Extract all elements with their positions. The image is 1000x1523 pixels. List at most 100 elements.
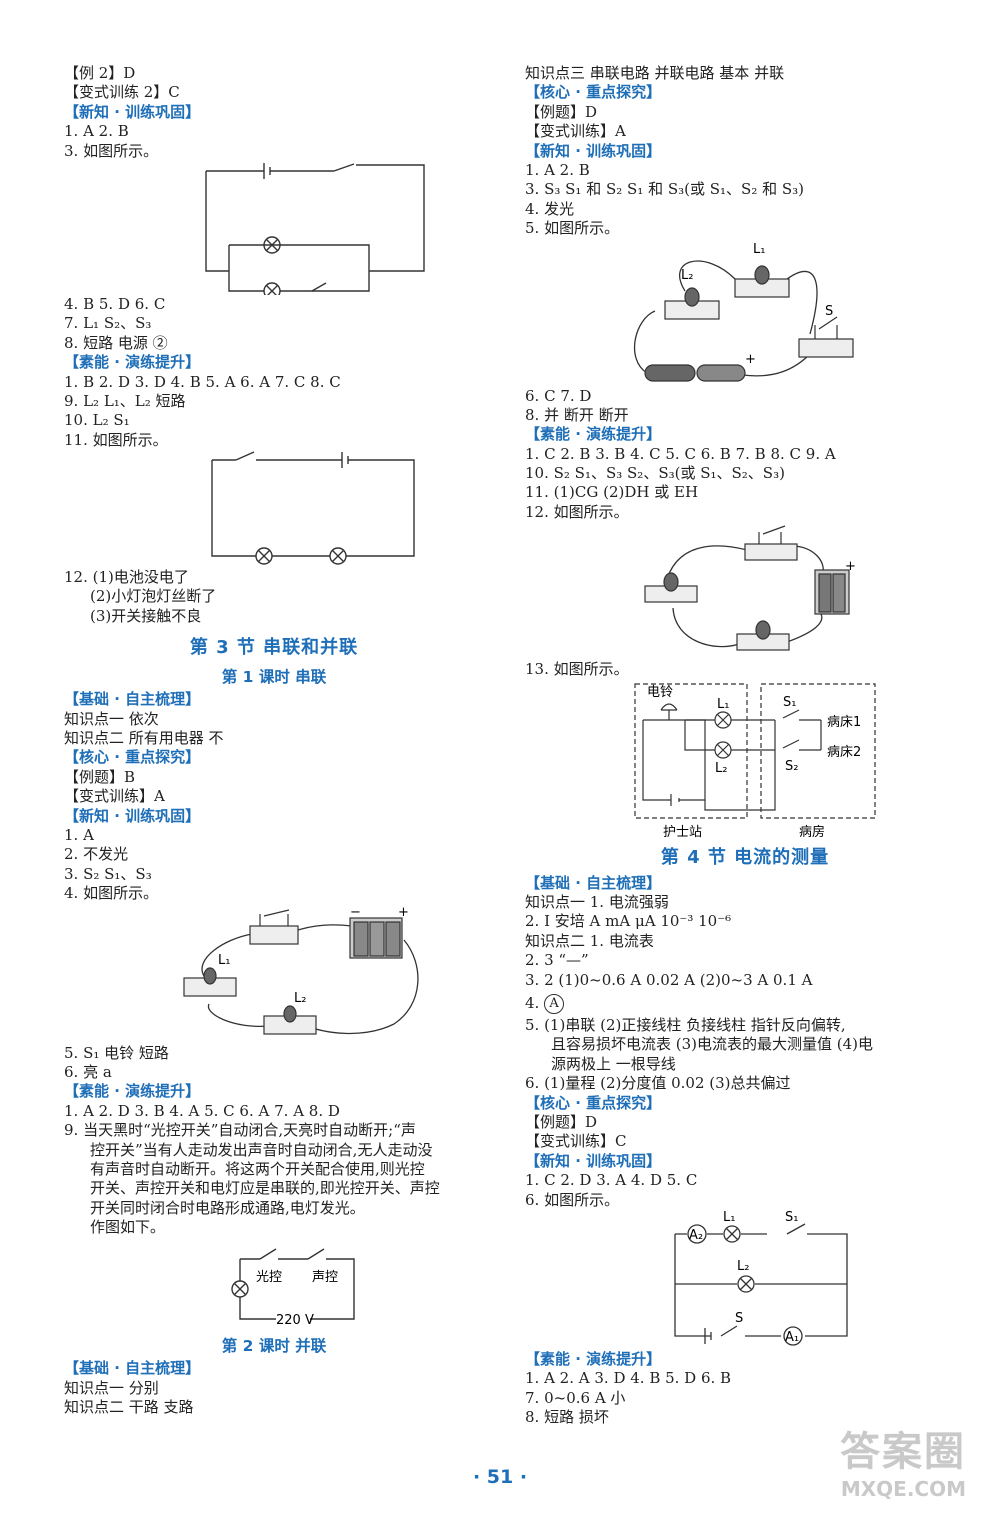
answer-line: 作图如下。 — [90, 1218, 166, 1237]
answer-line: 13. 如图所示。 — [525, 660, 629, 679]
circuit-figure-1 — [64, 161, 484, 295]
answer-line: 4. 发光 — [525, 199, 575, 218]
lamp-label-l2: L₂ — [737, 1259, 749, 1274]
answer-line: 1. A 2. D 3. B 4. A 5. C 6. A 7. A 8. D — [64, 1101, 340, 1120]
circuit-diagram — [211, 451, 415, 565]
answer-line: 10. S₂ S₁、S₃ S₂、S₃(或 S₁、S₂、S₃) — [525, 464, 785, 483]
answer-line: 1. C 2. D 3. A 4. D 5. C — [525, 1171, 698, 1190]
answer-line: 知识点二 1. 电流表 — [525, 931, 654, 950]
answer-line: 1. A 2. B — [525, 160, 590, 179]
lamp-label-l1: L₁ — [753, 242, 765, 257]
answer-line: 知识点一 依次 — [64, 709, 159, 728]
answer-line: 知识点一 1. 电流强弱 — [525, 893, 669, 912]
answer-line: 11. 如图所示。 — [64, 430, 168, 449]
section-heading: 【新知 · 训练巩固】 — [525, 1151, 662, 1170]
answer-line: 8. 并 断开 断开 — [525, 405, 629, 424]
switch-label-s: S — [825, 304, 833, 319]
answer-line: 有声音时自动断开。将这两个开关配合使用,则光控 — [90, 1159, 425, 1178]
answer-line: 开关同时闭合时电路形成通路,电灯发光。 — [90, 1198, 365, 1217]
lamp-label-l2: L₂ — [715, 761, 727, 776]
sound-switch-label: 声控 — [312, 1270, 338, 1285]
circuit-diagram: 光控 声控 220 V — [231, 1248, 355, 1328]
answer-line: 2. 不发光 — [64, 845, 129, 864]
answer-line: 【例题】D — [525, 1112, 598, 1131]
circuit-figure-11 — [64, 450, 484, 568]
answer-line: 3. 2 (1)0~0.6 A 0.02 A (2)0~3 A 0.1 A — [525, 970, 813, 989]
answer-line: 4. B 5. D 6. C — [64, 294, 166, 313]
lesson-heading: 第 2 课时 并联 — [221, 1337, 327, 1356]
section-heading: 【新知 · 训练巩固】 — [64, 806, 201, 825]
circuit-figure-9: 光控 声控 220 V — [64, 1237, 484, 1333]
answer-line: 6. C 7. D — [525, 386, 592, 405]
section-heading: 【核心 · 重点探究】 — [525, 83, 662, 102]
answer-line: 12. (1)电池没电了 — [64, 568, 189, 587]
circuit-photo-figure-4: L₁ L₂ − + — [64, 904, 484, 1044]
left-column: 【例 2】D 【变式训练 2】C 【新知 · 训练巩固】 1. A 2. B 3… — [64, 64, 484, 1418]
answer-line: 5. (1)串联 (2)正接线柱 负接线柱 指针反向偏转, — [525, 1015, 846, 1034]
battery-plus: + — [845, 559, 856, 574]
switch-label-s1: S₁ — [783, 695, 796, 710]
section-heading: 【基础 · 自主梳理】 — [64, 690, 201, 709]
circuit-photo: + — [644, 525, 856, 651]
answer-line: 控开关”当有人走动发出声音时自动闭合,无人走动没 — [90, 1140, 433, 1159]
section-heading: 【新知 · 训练巩固】 — [525, 141, 662, 160]
circuit-photo-figure-12: + — [525, 522, 965, 660]
bed1-label: 病床1 — [827, 715, 861, 730]
answer-line: 5. S₁ 电铃 短路 — [64, 1043, 169, 1062]
answer-line: 5. 如图所示。 — [525, 219, 620, 238]
section-heading: 【基础 · 自主梳理】 — [64, 1359, 201, 1378]
lamp-label-l1: L₁ — [723, 1210, 735, 1225]
bed2-label: 病床2 — [827, 745, 861, 760]
battery-plus: + — [398, 905, 409, 920]
lesson-heading: 第 1 课时 串联 — [221, 668, 327, 687]
page-number: · 51 · — [472, 1466, 528, 1488]
circuit-diagram: A₂ A₁ L₁ L₂ S₁ S — [674, 1210, 848, 1346]
answer-line: 6. 如图所示。 — [525, 1190, 620, 1209]
answer-line: 6. (1)量程 (2)分度值 0.02 (3)总共偏过 — [525, 1074, 791, 1093]
section-heading: 【素能 · 演练提升】 — [64, 1082, 201, 1101]
lamp-label-l2: L₂ — [681, 268, 693, 283]
answer-line: 4. 如图所示。 — [64, 884, 159, 903]
answer-line: 8. 短路 电源 ② — [64, 333, 168, 352]
ammeter-label-a1: A₁ — [785, 1330, 799, 1345]
right-column: 知识点三 串联电路 并联电路 基本 并联 【核心 · 重点探究】 【例题】D 【… — [525, 64, 965, 1427]
ammeter-label-a2: A₂ — [689, 1228, 703, 1243]
lamp-label-l1: L₁ — [717, 697, 729, 712]
watermark-sub: MXQE.COM — [840, 1477, 966, 1501]
circuit-figure-6: A₂ A₁ L₁ L₂ S₁ S — [525, 1210, 965, 1350]
answer-line: 9. 当天黑时“光控开关”自动闭合,天亮时自动断开;“声 — [64, 1121, 416, 1140]
answer-line: 【例 2】D — [64, 64, 136, 82]
chapter-heading: 第 4 节 电流的测量 — [660, 846, 830, 868]
answer-line: 3. 如图所示。 — [64, 141, 159, 160]
answer-line: 1. B 2. D 3. D 4. B 5. A 6. A 7. C 8. C — [64, 372, 341, 391]
bell-label: 电铃 — [647, 685, 673, 700]
answer-line: 1. A — [64, 825, 94, 844]
circuit-diagram — [205, 162, 425, 295]
answer-line: 知识点一 分别 — [64, 1378, 159, 1397]
answer-number: 4. — [525, 993, 540, 1012]
answer-line: 1. C 2. B 3. B 4. C 5. C 6. B 7. B 8. C … — [525, 444, 836, 463]
answer-line: 4. A — [525, 990, 965, 1016]
answer-line: 10. L₂ S₁ — [64, 411, 130, 430]
answer-line: (3)开关接触不良 — [90, 606, 202, 625]
circuit-figure-13: 电铃 L₁ L₂ S₁ S₂ 病床1 病床2 护士站 病房 — [525, 680, 965, 842]
answer-line: 【例题】D — [525, 102, 598, 121]
answer-line: 且容易损坏电流表 (3)电流表的最大测量值 (4)电 — [551, 1035, 874, 1054]
answer-line: 【变式训练】A — [64, 787, 165, 806]
watermark: 答案圈 MXQE.COM — [840, 1419, 966, 1501]
section-heading: 【素能 · 演练提升】 — [525, 1349, 662, 1368]
answer-line: 9. L₂ L₁、L₂ 短路 — [64, 391, 186, 410]
circuit-photo-figure-5: L₁ L₂ S + — [525, 239, 965, 387]
lamp-label-l1: L₁ — [218, 953, 230, 968]
answer-line: 【例题】B — [64, 767, 136, 786]
answer-line: 2. I 安培 A mA μA 10⁻³ 10⁻⁶ — [525, 912, 732, 931]
chapter-heading: 第 3 节 串联和并联 — [189, 637, 359, 659]
answer-line: 源两极上 一根导线 — [551, 1054, 676, 1073]
answer-line: 7. L₁ S₂、S₃ — [64, 314, 152, 333]
answer-line: 8. 短路 损坏 — [525, 1408, 609, 1427]
circuit-photo: L₁ L₂ S + — [633, 242, 854, 382]
section-heading: 【新知 · 训练巩固】 — [64, 102, 201, 121]
switch-label-s: S — [735, 1311, 743, 1326]
answer-line: 知识点二 干路 支路 — [64, 1398, 194, 1417]
answer-line: 11. (1)CG (2)DH 或 EH — [525, 483, 699, 502]
